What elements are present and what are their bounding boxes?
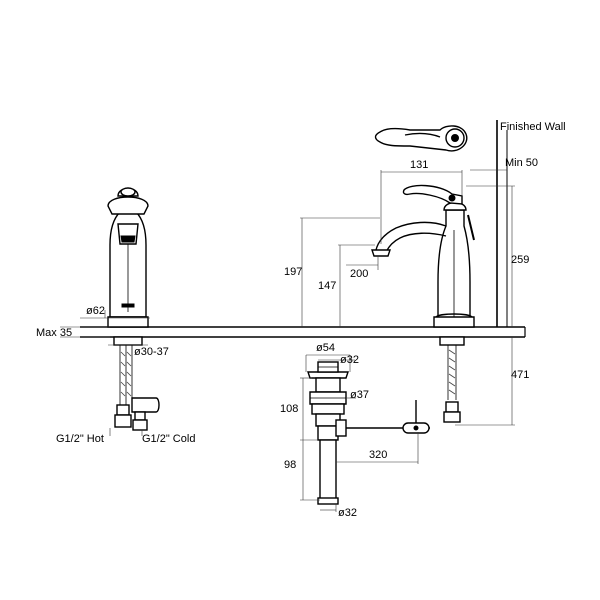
dim-reach: 131 xyxy=(410,159,428,171)
dim-hole-range: ø30-37 xyxy=(134,346,169,358)
waste-assembly xyxy=(307,361,430,505)
dim-spout-height-outlet: 147 xyxy=(318,280,336,292)
front-dimensions xyxy=(60,310,150,436)
hot-inlet-label: G1/2" Hot xyxy=(56,433,104,445)
dim-waste-len-upper: 108 xyxy=(280,403,298,415)
cold-inlet-label: G1/2" Cold xyxy=(142,433,195,445)
dim-base-diameter: ø62 xyxy=(86,305,105,317)
dim-waste-body: ø37 xyxy=(350,389,369,401)
dim-waste-stem: ø32 xyxy=(340,354,359,366)
max-thickness-label: Max 35 xyxy=(36,327,72,339)
dim-pull-rod-len: 320 xyxy=(369,449,387,461)
dim-waste-len-lower: 98 xyxy=(284,459,296,471)
waste-dimensions xyxy=(300,354,419,512)
min-wall-label: Min 50 xyxy=(505,157,538,169)
countertop xyxy=(80,326,526,338)
dim-below-deck: 471 xyxy=(511,369,529,381)
side-view-underdeck xyxy=(439,336,465,423)
faucet-front-view xyxy=(107,187,149,328)
dim-spout-height-total: 197 xyxy=(284,266,302,278)
dim-waste-top: ø54 xyxy=(316,342,335,354)
dim-handle-clearance: 200 xyxy=(350,268,368,280)
side-dimensions xyxy=(300,170,515,426)
dim-waste-outlet: ø32 xyxy=(338,507,357,519)
dim-height-total: 259 xyxy=(511,254,529,266)
finished-wall xyxy=(496,120,508,327)
faucet-side-view xyxy=(371,184,475,328)
faucet-top-view xyxy=(374,125,468,152)
front-view-underdeck xyxy=(113,336,160,431)
finished-wall-label: Finished Wall xyxy=(500,121,566,133)
